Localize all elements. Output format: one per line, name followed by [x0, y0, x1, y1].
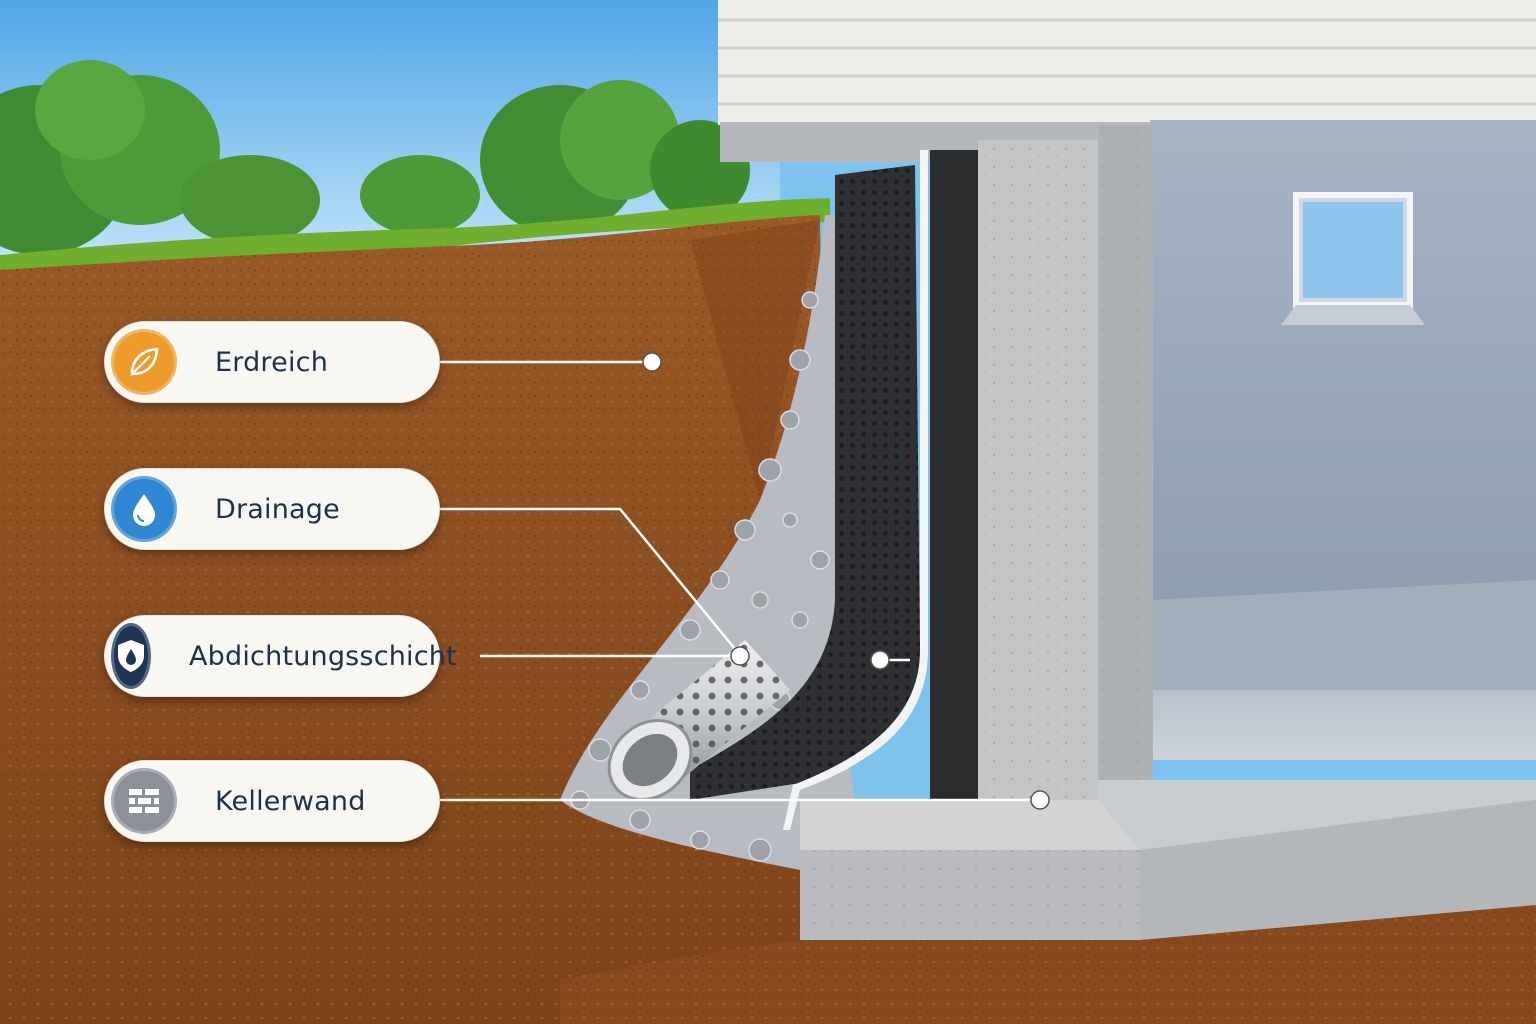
callout-dot-erdreich [642, 352, 662, 372]
leaf-badge [111, 329, 177, 395]
drainage-pipe [607, 640, 790, 802]
basement-interior [1150, 120, 1536, 760]
label-text: Abdichtungsschicht [189, 640, 457, 672]
label-drainage: Drainage [104, 468, 440, 550]
label-abdichtungsschicht: Abdichtungsschicht [104, 615, 457, 697]
label-text: Drainage [215, 493, 340, 525]
house-siding [718, 0, 1536, 125]
footing [800, 780, 1536, 940]
label-erdreich: Erdreich [104, 321, 440, 403]
shield-badge [111, 623, 151, 689]
background-bushes [0, 60, 750, 255]
water-drop-icon [133, 494, 155, 526]
shield-drop-icon [118, 640, 144, 672]
basement-wall [978, 125, 1153, 900]
callout-dot-drainage [730, 646, 750, 666]
callout-dot-membrane [870, 650, 890, 670]
water-badge [111, 476, 177, 542]
leaf-icon [130, 347, 159, 376]
callout-dots [642, 352, 1050, 810]
wall-badge [111, 768, 177, 834]
label-kellerwand: Kellerwand [104, 760, 440, 842]
callout-dot-kellerwand [1030, 790, 1050, 810]
label-text: Erdreich [215, 346, 329, 378]
bitumen-coating [930, 150, 978, 810]
label-text: Kellerwand [215, 785, 366, 817]
brick-wall-icon [129, 789, 159, 813]
callout-line-drainage [440, 507, 741, 656]
waterproof-membrane [690, 165, 920, 800]
